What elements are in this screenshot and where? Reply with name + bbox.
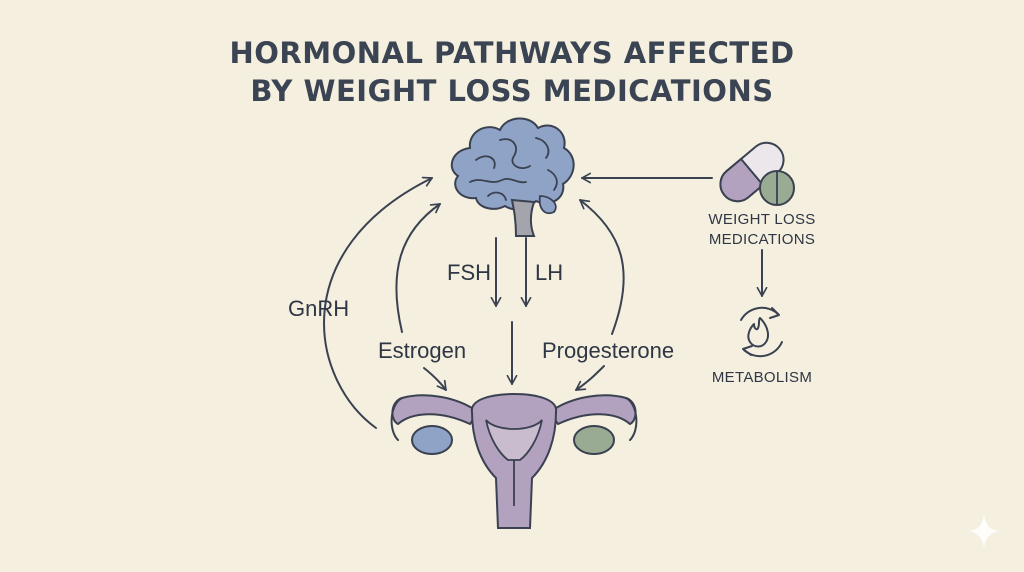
medications-label-line-1: WEIGHT LOSS [708, 211, 816, 228]
estrogen-arrow-down [423, 367, 447, 391]
medications-label: WEIGHT LOSS MEDICATIONS [682, 210, 842, 250]
estrogen-arrow-up [395, 203, 441, 333]
metabolism-label: METABOLISM [711, 369, 813, 386]
fsh-label: FSH [447, 260, 491, 285]
progesterone-arrow-up [579, 199, 625, 335]
right-ovary [573, 425, 615, 455]
brain-icon [450, 117, 575, 237]
lh-label: LH [535, 260, 564, 285]
left-ovary [411, 425, 453, 455]
pill-capsule-icon [719, 141, 795, 206]
page-title: HORMONAL PATHWAYS AFFECTED BY WEIGHT LOS… [0, 34, 1024, 110]
title-line-1: HORMONAL PATHWAYS AFFECTED [229, 36, 795, 70]
flame-cycle-icon [740, 306, 783, 358]
estrogen-label: Estrogen [378, 338, 467, 363]
title-line-2: BY WEIGHT LOSS MEDICATIONS [250, 74, 774, 108]
sparkle-icon [968, 514, 1000, 548]
gnrh-arrow [323, 176, 433, 429]
uterus-ovaries-icon [390, 392, 638, 529]
progesterone-label: Progesterone [542, 338, 675, 363]
progesterone-arrow-down [575, 365, 605, 391]
medications-label-line-2: MEDICATIONS [708, 231, 816, 248]
gnrh-label: GnRH [288, 296, 350, 321]
